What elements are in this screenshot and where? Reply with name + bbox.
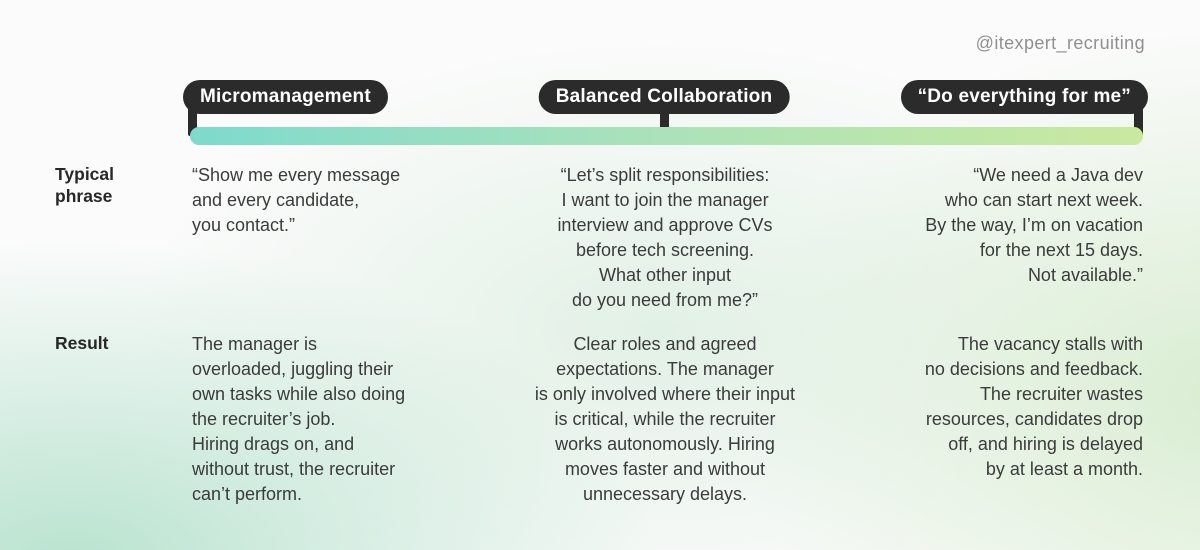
row-label-typical-phrase: Typical phrase — [55, 164, 115, 206]
spectrum-gradient-bar — [190, 127, 1143, 145]
category-pill-label: “Do everything for me” — [917, 86, 1131, 107]
typical-phrase-micromanagement: “Show me every message and every candida… — [192, 165, 401, 235]
row-label-result: Result — [55, 333, 109, 353]
typical-phrase-balanced-collaboration: “Let’s split responsibilities: I want to… — [557, 165, 773, 310]
typical-phrase-do-everything-for-me: “We need a Java dev who can start next w… — [925, 165, 1143, 285]
pill-connector-right — [1134, 104, 1143, 136]
category-pill-micromanagement: Micromanagement — [183, 80, 388, 114]
pill-connector-left — [188, 104, 197, 136]
result-micromanagement: The manager is overloaded, juggling thei… — [192, 334, 406, 504]
category-pill-label: Micromanagement — [200, 86, 371, 107]
category-pill-label: Balanced Collaboration — [555, 86, 773, 107]
result-do-everything-for-me: The vacancy stalls with no decisions and… — [924, 334, 1143, 479]
category-pill-balanced-collaboration: Balanced Collaboration — [538, 80, 790, 114]
category-pill-do-everything-for-me: “Do everything for me” — [900, 80, 1148, 114]
social-handle: @itexpert_recruiting — [975, 33, 1145, 53]
result-balanced-collaboration: Clear roles and agreed expectations. The… — [534, 334, 796, 504]
pill-connector-center — [660, 104, 669, 136]
